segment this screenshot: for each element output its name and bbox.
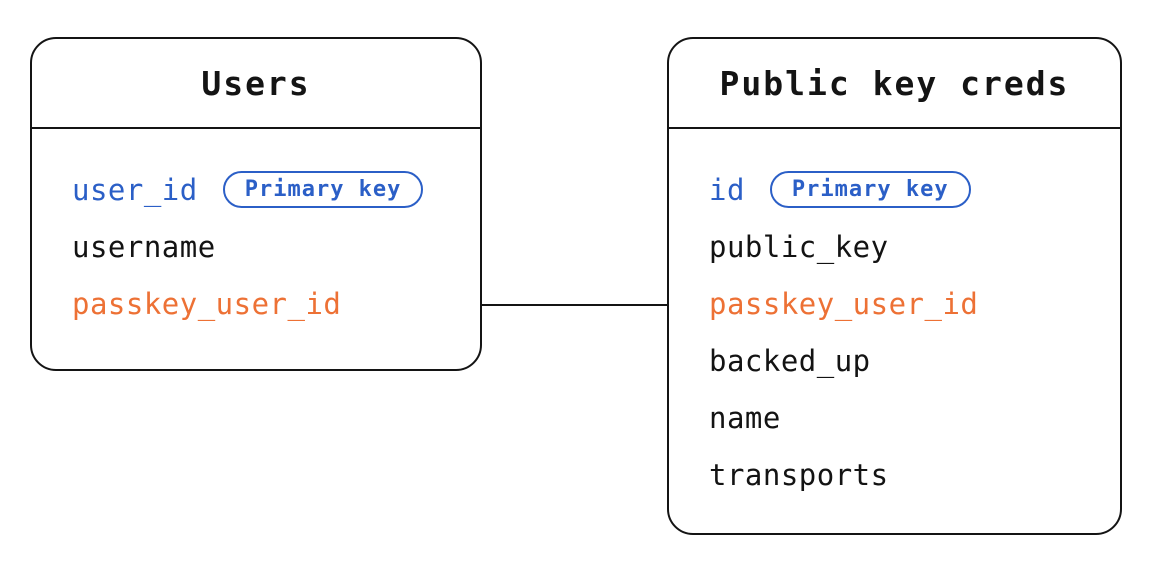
field-public-key-label: public_key bbox=[709, 229, 889, 264]
field-backed-up-label: backed_up bbox=[709, 343, 871, 378]
field-row-transports: transports bbox=[709, 446, 1110, 503]
table-users-title: Users bbox=[201, 63, 311, 103]
field-passkey-user-id-label: passkey_user_id bbox=[72, 286, 342, 321]
field-row-name: name bbox=[709, 389, 1110, 446]
field-transports-label: transports bbox=[709, 457, 889, 492]
field-row-backed-up: backed_up bbox=[709, 332, 1110, 389]
field-row-public-key: public_key bbox=[709, 218, 1110, 275]
field-id-label: id bbox=[709, 172, 745, 207]
field-user-id-label: user_id bbox=[72, 172, 198, 207]
primary-key-badge: Primary key bbox=[769, 171, 971, 208]
field-passkey-user-id-label: passkey_user_id bbox=[709, 286, 979, 321]
primary-key-badge: Primary key bbox=[222, 171, 424, 208]
field-row-id: id Primary key bbox=[709, 161, 1110, 218]
field-row-passkey-user-id: passkey_user_id bbox=[72, 275, 470, 332]
table-users: Users user_id Primary key username passk… bbox=[30, 37, 482, 371]
field-name-label: name bbox=[709, 400, 781, 435]
table-public-key-creds: Public key creds id Primary key public_k… bbox=[667, 37, 1122, 535]
field-row-user-id: user_id Primary key bbox=[72, 161, 470, 218]
table-users-header: Users bbox=[32, 39, 480, 129]
table-users-field-list: user_id Primary key username passkey_use… bbox=[32, 129, 480, 332]
table-public-key-creds-header: Public key creds bbox=[669, 39, 1120, 129]
table-public-key-creds-title: Public key creds bbox=[719, 63, 1070, 103]
table-public-key-creds-field-list: id Primary key public_key passkey_user_i… bbox=[669, 129, 1120, 503]
relationship-line bbox=[482, 304, 668, 306]
field-username-label: username bbox=[72, 229, 216, 264]
field-row-passkey-user-id: passkey_user_id bbox=[709, 275, 1110, 332]
field-row-username: username bbox=[72, 218, 470, 275]
